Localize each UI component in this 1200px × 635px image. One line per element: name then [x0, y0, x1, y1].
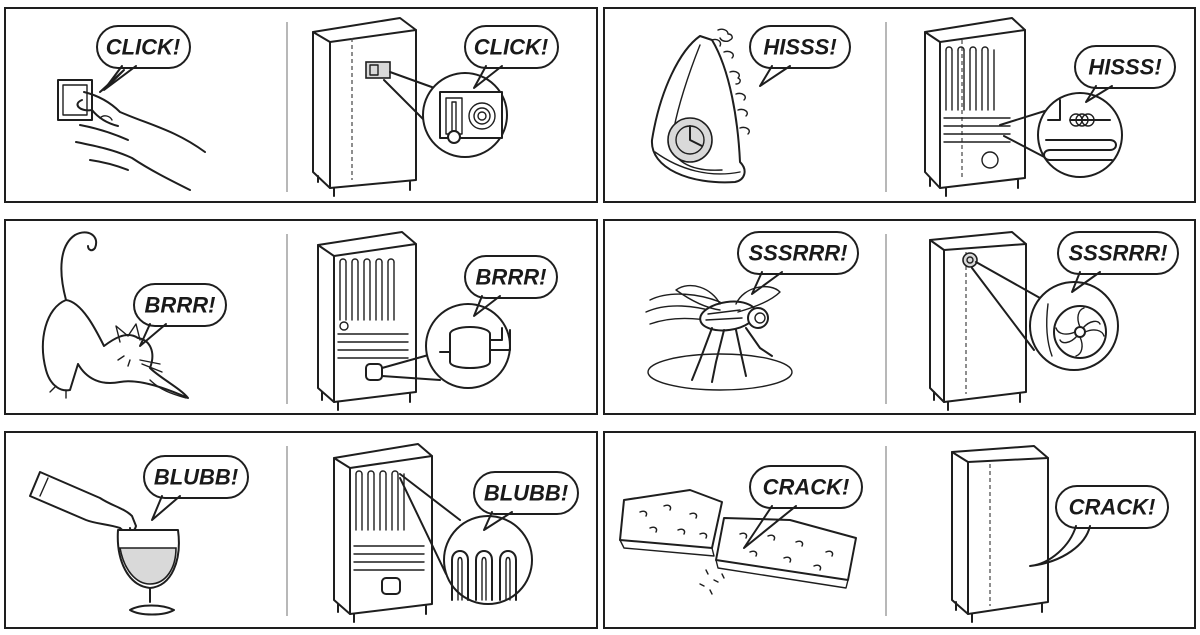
wine-pour-illustration	[29, 471, 180, 616]
panel-hisss: HISSS! HISSS!	[603, 7, 1196, 203]
fridge-body-illustration	[951, 445, 1049, 623]
fridge-brrr-sound-label: BRRR!	[476, 265, 547, 290]
cracking-cracker-illustration	[619, 489, 857, 595]
sssrrr-sound-label: SSSRRR!	[748, 241, 847, 266]
fridge-click-speech-bubble: CLICK!	[464, 25, 559, 89]
hisss-sound-label: HISSS!	[763, 35, 836, 60]
blubb-sound-label: BLUBB!	[154, 465, 238, 490]
click-speech-bubble: CLICK!	[96, 25, 191, 93]
fridge-hisss-speech-bubble: HISSS!	[1074, 45, 1176, 103]
blubb-speech-bubble: BLUBB!	[143, 455, 249, 521]
fridge-compressor-illustration	[317, 231, 511, 411]
fridge-refrigerant-illustration	[924, 17, 1123, 197]
crack-speech-bubble: CRACK!	[743, 465, 863, 549]
panel-crack: CRACK! CRACK!	[603, 431, 1196, 629]
panel-click: CLICK! CLICK!	[4, 7, 598, 203]
fridge-crack-speech-bubble: CRACK!	[1029, 485, 1169, 567]
crack-sound-label: CRACK!	[763, 475, 850, 500]
hisss-speech-bubble: HISSS!	[749, 25, 851, 87]
sssrrr-speech-bubble: SSSRRR!	[737, 231, 859, 295]
fridge-sssrrr-sound-label: SSSRRR!	[1068, 241, 1167, 266]
panel-brrr: BRRR! BRRR!	[4, 219, 598, 415]
fridge-fan-illustration	[929, 231, 1119, 411]
panel-blubb: BLUBB! BLUBB!	[4, 431, 598, 629]
fridge-thermostat-illustration	[312, 17, 508, 197]
light-switch-illustration	[57, 79, 206, 191]
steam-iron-illustration	[650, 28, 750, 184]
click-sound-label: CLICK!	[106, 35, 181, 60]
fridge-blubb-speech-bubble: BLUBB!	[473, 471, 579, 531]
fridge-blubb-sound-label: BLUBB!	[484, 481, 568, 506]
fridge-sssrrr-speech-bubble: SSSRRR!	[1057, 231, 1179, 293]
stretching-cat-illustration	[42, 231, 189, 399]
fly-illustration	[645, 285, 793, 391]
fridge-tubing-illustration	[333, 443, 533, 623]
brrr-speech-bubble: BRRR!	[133, 283, 227, 347]
fridge-brrr-speech-bubble: BRRR!	[464, 255, 558, 317]
panel-sssrrr: SSSRRR! SSSRRR!	[603, 219, 1196, 415]
fridge-hisss-sound-label: HISSS!	[1088, 55, 1161, 80]
fridge-crack-sound-label: CRACK!	[1069, 495, 1156, 520]
fridge-click-sound-label: CLICK!	[474, 35, 549, 60]
brrr-sound-label: BRRR!	[145, 293, 216, 318]
